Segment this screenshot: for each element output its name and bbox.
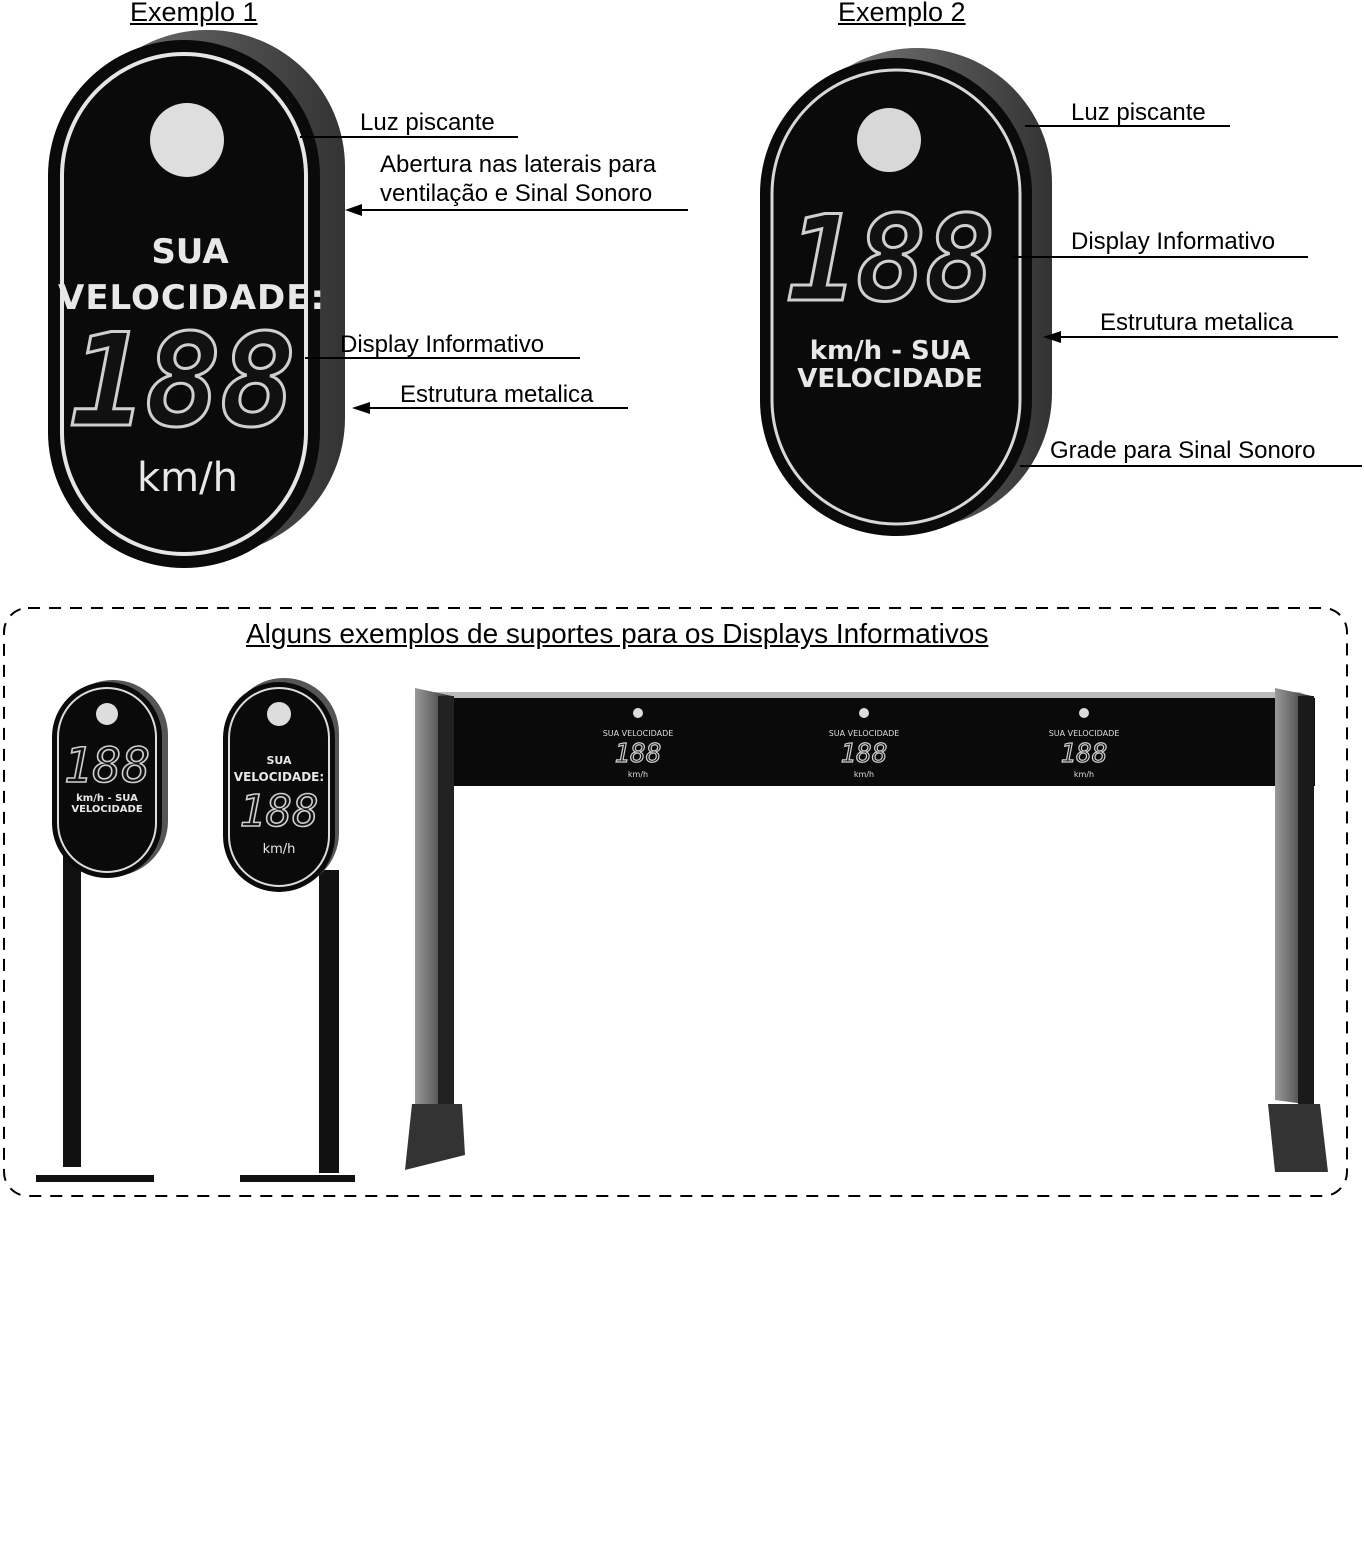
example1-unit-text: km/h <box>137 455 238 501</box>
example2-digits: 188 <box>785 190 997 328</box>
example2-body <box>760 58 1032 536</box>
example1-title: Exemplo 1 <box>130 0 258 27</box>
pole1-text2: VELOCIDADE <box>71 804 143 815</box>
example1-label-abertura-1: Abertura nas laterais para <box>380 151 657 178</box>
gantry-beam <box>445 698 1315 786</box>
example2-label-luz: Luz piscante <box>1071 99 1206 126</box>
gantry-display3-label: SUA VELOCIDADE <box>1048 729 1120 738</box>
example1-label-luz: Luz piscante <box>360 109 495 136</box>
supports-title: Alguns exemplos de suportes para os Disp… <box>246 618 989 649</box>
example2-velocidade-text: VELOCIDADE <box>797 364 983 394</box>
pole1-graphic <box>36 680 168 1182</box>
gantry-display3-unit: km/h <box>1073 770 1095 779</box>
example2-label-display: Display Informativo <box>1071 228 1276 255</box>
gantry-display2-digits: 188 <box>840 739 888 769</box>
gantry-display3-digits: 188 <box>1060 739 1108 769</box>
example2-title: Exemplo 2 <box>838 0 966 27</box>
example2-sign-graphic <box>760 48 1362 536</box>
example2-label-estrutura: Estrutura metalica <box>1100 309 1294 336</box>
supports-frame <box>3 607 1348 1197</box>
gantry-display2-unit: km/h <box>853 770 875 779</box>
example2-label-grade: Grade para Sinal Sonoro <box>1050 437 1316 464</box>
pole2-text2: VELOCIDADE: <box>233 770 325 784</box>
example1-body <box>48 40 320 568</box>
gantry-display1-unit: km/h <box>627 770 649 779</box>
example1-label-display: Display Informativo <box>340 331 545 358</box>
example1-velocidade-text: VELOCIDADE: <box>58 278 326 318</box>
example1-label-estrutura: Estrutura metalica <box>400 381 594 408</box>
example1-sign-graphic <box>48 30 688 568</box>
example2-kmh-text: km/h - SUA <box>809 336 971 366</box>
gantry-display2-label: SUA VELOCIDADE <box>828 729 900 738</box>
pole2-unit: km/h <box>262 842 296 857</box>
pole2-graphic <box>223 678 355 1182</box>
example1-digits: 188 <box>68 307 298 456</box>
example1-flashing-light <box>150 103 224 177</box>
example1-label-abertura-2: ventilação e Sinal Sonoro <box>380 180 653 207</box>
example1-sua-text: SUA <box>151 232 229 272</box>
gantry-graphic <box>405 688 1328 1172</box>
example2-flashing-light <box>857 108 921 172</box>
pole2-text1: SUA <box>266 754 292 767</box>
pole2-digits: 188 <box>238 786 319 837</box>
pole1-text1: km/h - SUA <box>76 793 138 804</box>
pole1-digits: 188 <box>63 738 151 794</box>
gantry-display1-label: SUA VELOCIDADE <box>602 729 674 738</box>
gantry-display1-digits: 188 <box>614 739 662 769</box>
